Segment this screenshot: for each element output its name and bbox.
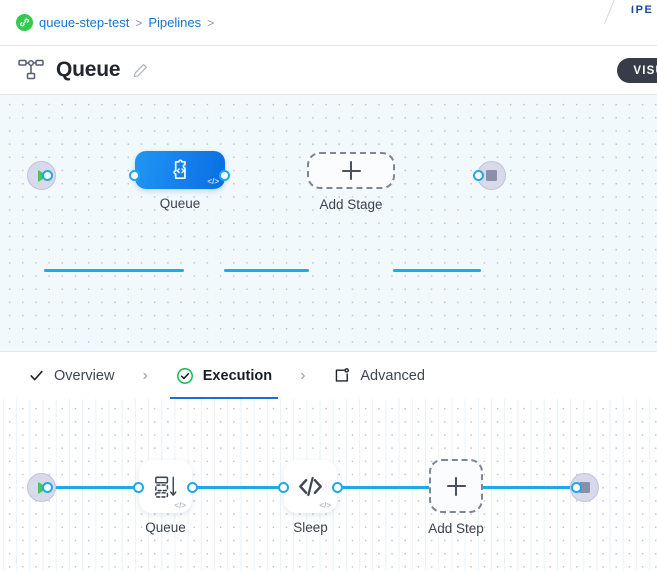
add-stage-button[interactable]: Add Stage — [307, 152, 395, 212]
plus-icon — [341, 161, 361, 180]
stage-node-queue-label: Queue — [159, 196, 201, 211]
step-node-queue-label: Queue — [145, 520, 186, 535]
tab-overview-label: Overview — [54, 367, 115, 384]
page-header: Queue VISU — [0, 46, 657, 95]
plus-icon — [446, 476, 466, 496]
port-sleep-out[interactable] — [332, 482, 343, 493]
pipeline-icon — [18, 59, 44, 81]
check-icon — [28, 367, 45, 384]
pencil-icon[interactable] — [132, 62, 149, 79]
add-step-button[interactable]: Add Step — [428, 459, 484, 536]
edge-addstage-to-end — [393, 269, 481, 272]
edge-queuestep-to-sleep — [192, 486, 285, 489]
tab-overview[interactable]: Overview — [22, 352, 120, 400]
step-canvas[interactable]: </> Queue </> Sleep — [0, 399, 657, 571]
port-start-out[interactable] — [42, 482, 53, 493]
link-circle-icon — [16, 14, 33, 31]
puzzle-code-icon — [167, 157, 194, 184]
port-queue-out[interactable] — [219, 170, 230, 181]
tab-pipeline[interactable]: PIPE — [604, 0, 657, 24]
code-badge: </> — [319, 501, 331, 510]
step-node-queue[interactable]: </> Queue — [139, 460, 192, 535]
edge-queue-to-addstage — [224, 269, 309, 272]
edge-start-to-queuestep — [44, 486, 139, 489]
port-start-out[interactable] — [42, 170, 53, 181]
step-node-sleep[interactable]: </> Sleep — [284, 460, 337, 535]
code-brackets-icon — [295, 471, 326, 502]
stop-icon — [579, 482, 590, 493]
page-title: Queue — [56, 58, 121, 81]
tab-execution[interactable]: Execution — [169, 352, 279, 400]
breadcrumb-item-repo[interactable]: queue-step-test — [39, 15, 130, 30]
stage-canvas[interactable]: </> Queue Add Stage — [0, 95, 657, 351]
tab-execution-label: Execution — [202, 367, 273, 384]
page-tab-strip: PIPE — [0, 0, 657, 24]
check-circle-icon — [176, 367, 194, 385]
port-queuestep-out[interactable] — [187, 482, 198, 493]
edge-addstep-to-end — [482, 486, 578, 489]
tab-separator: › — [300, 366, 306, 384]
code-badge: </> — [174, 501, 186, 510]
breadcrumb: queue-step-test > Pipelines > — [0, 0, 657, 46]
card-gear-icon — [333, 367, 351, 385]
port-sleep-in[interactable] — [278, 482, 289, 493]
tab-separator: › — [142, 366, 148, 384]
add-stage-label: Add Stage — [319, 197, 383, 212]
visualize-button[interactable]: VISU — [617, 58, 657, 83]
stop-icon — [486, 170, 497, 181]
breadcrumb-separator: > — [207, 15, 215, 30]
port-end-in[interactable] — [571, 482, 582, 493]
end-node[interactable] — [570, 473, 599, 502]
breadcrumb-item-pipelines[interactable]: Pipelines — [148, 15, 202, 30]
breadcrumb-separator: > — [135, 15, 143, 30]
stage-node-queue[interactable]: </> Queue — [135, 151, 225, 211]
port-queuestep-in[interactable] — [133, 482, 144, 493]
port-queue-in[interactable] — [129, 170, 140, 181]
edge-start-to-queue — [44, 269, 184, 272]
tab-advanced-label: Advanced — [360, 367, 425, 384]
code-badge: </> — [207, 177, 219, 186]
tab-advanced[interactable]: Advanced — [327, 352, 431, 400]
stage-tab-bar: Overview › Execution › Advanced — [0, 351, 657, 400]
port-end-in[interactable] — [473, 170, 484, 181]
add-step-label: Add Step — [428, 521, 484, 536]
queue-stack-icon — [151, 472, 180, 501]
edge-sleep-to-addstep — [336, 486, 432, 489]
step-node-sleep-label: Sleep — [293, 520, 328, 535]
